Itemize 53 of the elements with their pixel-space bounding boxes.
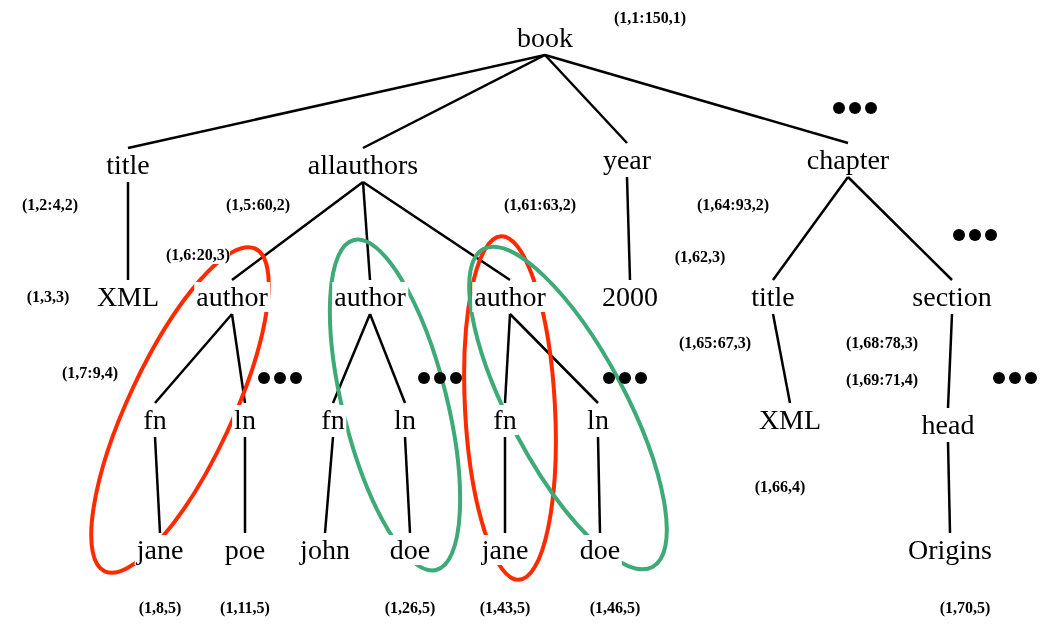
node-interval-label: (1,8,5) [138,599,182,617]
tree-node-label: doe [577,535,623,565]
node-interval-label: (1,46,5) [589,599,641,617]
node-interval-label: (1,5:60,2) [226,196,290,214]
node-interval-label: (1,6:20,3) [166,246,230,264]
tree-edge [323,436,335,534]
tree-edge [331,313,372,404]
tree-edge [544,53,849,145]
node-interval-label: (1,11,5) [220,599,270,617]
tree-edge [596,436,602,534]
tree-edge [154,313,233,404]
tree-node-label: jane [134,535,186,565]
tree-edge [231,181,364,281]
node-interval-label: (1,43,5) [479,599,531,617]
node-interval-label: (1,64:93,2) [697,196,769,214]
tree-edge [368,313,407,404]
node-interval-label: (1,1:150,1) [614,9,686,27]
tree-edge [625,176,632,281]
tree-edge [403,436,412,534]
tree-edge [361,181,372,281]
tree-edge [771,313,792,404]
tree-edge [772,176,849,281]
tree-node-label: author [194,282,270,312]
tree-edge [362,180,511,282]
tree-edge [847,176,953,281]
tree-edge [946,441,952,534]
node-interval-label: (1,61:63,2) [504,196,576,214]
tree-edge [127,53,546,150]
node-interval-label: (1,66,4) [754,478,806,496]
tree-edge [946,313,954,409]
tree-node-label: doe [387,535,433,565]
node-interval-label: (1,26,5) [384,599,436,617]
node-interval-label: (1,2:4,2) [22,196,78,214]
node-interval-label: (1,70,5) [939,599,991,617]
tree-edge [362,53,546,150]
tree-edge [544,54,628,144]
tree-node-label: author [472,282,548,312]
tree-edge [509,313,599,404]
tree-edge [243,437,247,533]
tree-edge [153,436,162,534]
tree-edge [126,182,130,280]
tree-node-label: fn [319,405,347,435]
node-interval-label: (1,69:71,4) [846,371,918,389]
node-interval-label: (1,68:78,3) [846,334,918,352]
tree-edge [503,313,512,404]
tree-node-label: fn [491,405,519,435]
tree-edge [503,437,507,533]
node-interval-label: (1,3,3) [26,288,70,306]
node-interval-label: (1,62,3) [674,248,726,266]
tree-edge [230,313,247,404]
node-interval-label: (1,7:9,4) [62,364,118,382]
tree-node-label: jane [479,535,531,565]
node-interval-label: (1,65:67,3) [679,334,751,352]
